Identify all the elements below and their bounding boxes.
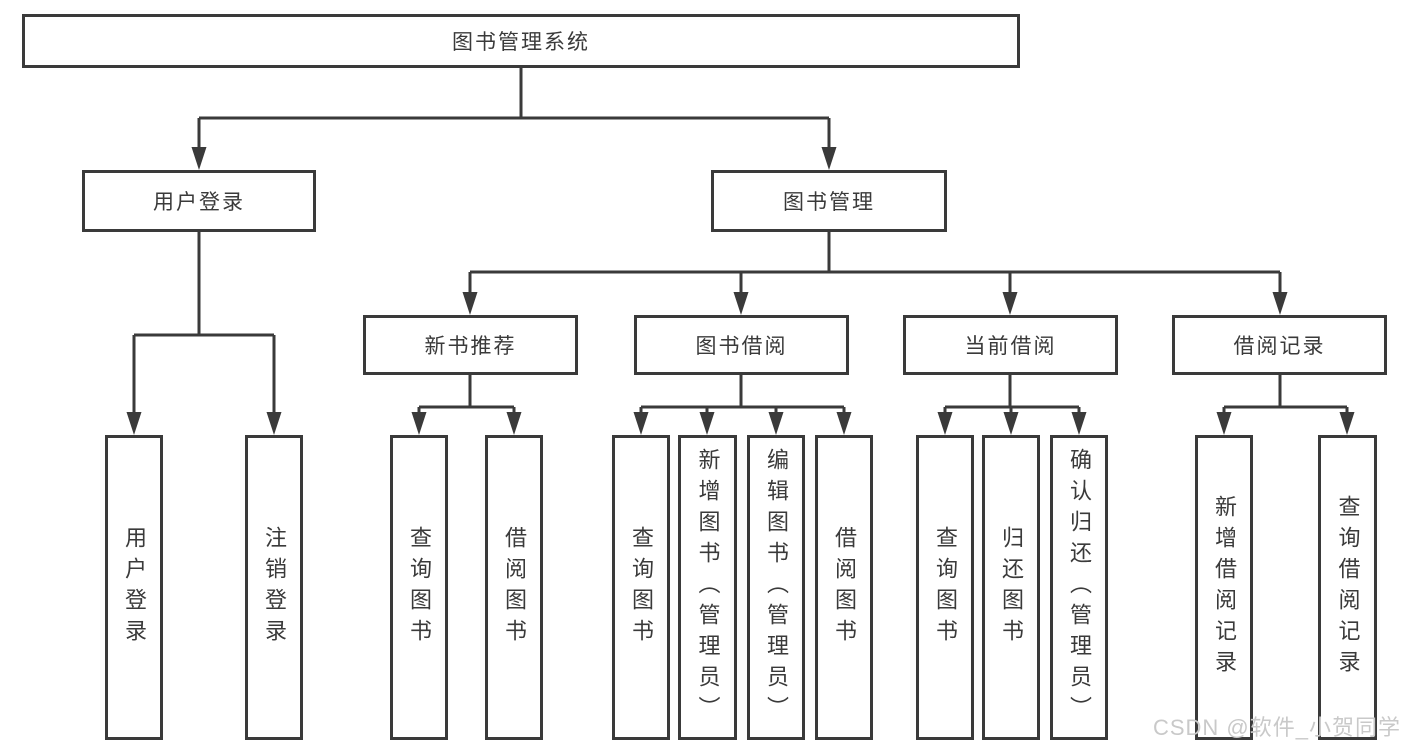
arrowhead-leaf [1216, 412, 1232, 435]
arrowhead-current-borrow [1002, 292, 1018, 315]
leaf-borrow-books: 借阅图书 [815, 435, 873, 740]
arrowhead-leaf [699, 412, 715, 435]
connector-book-borrow [639, 375, 846, 413]
arrowhead-leaf [411, 412, 427, 435]
leaf-query-borrow-record: 查询借阅记录 [1318, 435, 1377, 740]
arrowhead-leaf [1071, 412, 1087, 435]
arrowhead-leaf [836, 412, 852, 435]
arrowhead-leaf [1003, 412, 1019, 435]
arrowhead-user-login [191, 147, 207, 170]
leaf-query-books: 查询图书 [612, 435, 670, 740]
node-borrow-records: 借阅记录 [1172, 315, 1387, 375]
arrowhead-book-borrow [733, 292, 749, 315]
arrowhead-leaf-login [126, 412, 142, 435]
node-book-borrow: 图书借阅 [634, 315, 849, 375]
arrowhead-book-management [821, 147, 837, 170]
leaf-confirm-return-admin: 确认归还（管理员） [1050, 435, 1108, 740]
arrowhead-leaf [768, 412, 784, 435]
connector-new-book-recommend [417, 375, 516, 413]
arrowhead-new-book-recommend [462, 292, 478, 315]
arrowhead-leaf [937, 412, 953, 435]
connector-borrow-records [1222, 375, 1349, 413]
node-new-book-recommend: 新书推荐 [363, 315, 578, 375]
leaf-add-book-admin: 新增图书（管理员） [678, 435, 737, 740]
arrowhead-leaf [1339, 412, 1355, 435]
connector-root [197, 68, 831, 148]
leaf-return-book: 归还图书 [982, 435, 1040, 740]
leaf-query-books: 查询图书 [916, 435, 974, 740]
arrowhead-leaf [633, 412, 649, 435]
connector-book-management [468, 232, 1282, 293]
arrowhead-leaf [506, 412, 522, 435]
leaf-borrow-books: 借阅图书 [485, 435, 543, 740]
node-current-borrow: 当前借阅 [903, 315, 1118, 375]
arrowhead-leaf-logout [266, 412, 282, 435]
arrowhead-borrow-records [1272, 292, 1288, 315]
node-book-management: 图书管理 [711, 170, 947, 232]
connector-current-borrow [943, 375, 1081, 413]
leaf-add-borrow-record: 新增借阅记录 [1195, 435, 1253, 740]
leaf-edit-book-admin: 编辑图书（管理员） [747, 435, 805, 740]
leaf-query-books: 查询图书 [390, 435, 448, 740]
node-user-login: 用户登录 [82, 170, 316, 232]
connector-user-login [132, 232, 276, 413]
leaf-user-login: 用户登录 [105, 435, 163, 740]
leaf-logout: 注销登录 [245, 435, 303, 740]
node-root: 图书管理系统 [22, 14, 1020, 68]
